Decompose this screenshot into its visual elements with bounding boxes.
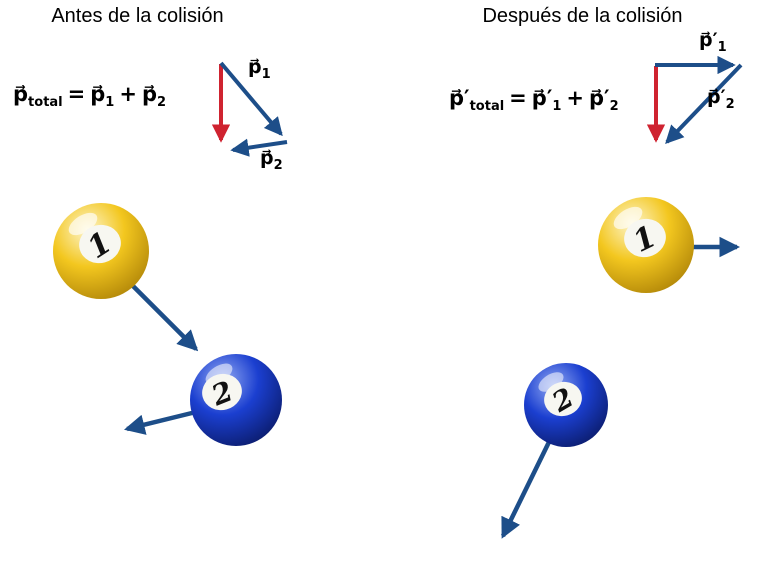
before-p1-label-base: p⃗ <box>248 56 262 78</box>
after-p2-vector-arrow <box>665 63 743 144</box>
after-formula-p1-base: p⃗′ <box>531 86 553 110</box>
after-p1-label-base: p⃗′ <box>699 29 718 51</box>
before-ball-2: 2 <box>190 354 282 446</box>
after-title: Después de la colisión <box>482 5 683 27</box>
before-momentum-formula: p⃗total=p⃗1+p⃗2 <box>13 82 166 110</box>
before-ball-1: 1 <box>53 203 149 299</box>
after-ball-1-highlight <box>613 206 643 230</box>
before-formula-total-base: p⃗ <box>13 82 29 106</box>
after-p1-label-sub: 1 <box>717 39 727 55</box>
before-p2-vector-arrow <box>230 138 288 157</box>
before-p2-label-sub: 2 <box>273 157 283 173</box>
before-formula-p1-base: p⃗ <box>90 82 106 106</box>
after-ball-2-label-circle <box>544 381 582 417</box>
before-formula-p2-sub: 2 <box>157 95 167 111</box>
before-p1-vector-label: p⃗1 <box>248 56 271 82</box>
after-ball2-velocity-arrow <box>500 441 552 539</box>
after-formula-total-sub: total <box>469 99 505 115</box>
before-formula-equals: = <box>67 82 86 106</box>
after-formula-total-base: p⃗′ <box>449 86 470 110</box>
before-ball-1-highlight <box>68 212 98 236</box>
after-p2-label-sub: 2 <box>725 96 735 112</box>
before-ball-1-label-circle <box>79 224 121 264</box>
before-p2-vector-label: p⃗2 <box>260 147 283 173</box>
before-formula-total-sub: total <box>28 95 63 111</box>
after-p1-vector-label: p⃗′1 <box>699 29 727 55</box>
after-p2-label-base: p⃗′ <box>707 86 726 108</box>
after-p2-vector-label: p⃗′2 <box>707 86 735 112</box>
before-ball2-velocity-arrow <box>123 409 197 435</box>
after-ball-1: 1 <box>598 197 694 293</box>
before-title: Antes de la colisión <box>51 5 224 27</box>
before-formula-plus: + <box>119 82 137 106</box>
after-formula-p2-sub: 2 <box>609 99 619 115</box>
before-p1-vector-arrow <box>219 61 283 137</box>
after-momentum-formula: p⃗′total=p⃗′1+p⃗′2 <box>449 86 619 114</box>
after-formula-p2-base: p⃗′ <box>589 86 610 110</box>
after-formula-equals: = <box>509 86 527 110</box>
after-formula-p1-sub: 1 <box>552 99 562 115</box>
before-formula-p2-base: p⃗ <box>141 82 157 106</box>
before-ball-2-label-circle <box>202 373 242 411</box>
after-ball-1-label-circle <box>624 218 666 258</box>
before-formula-p1-sub: 1 <box>105 95 115 111</box>
before-ball1-velocity-arrow <box>131 284 199 352</box>
after-ball-2-highlight <box>538 372 564 392</box>
before-p1-label-sub: 1 <box>261 66 271 82</box>
before-p2-label-base: p⃗ <box>260 147 274 169</box>
after-ball-2: 2 <box>524 363 608 447</box>
after-formula-plus: + <box>566 86 585 110</box>
